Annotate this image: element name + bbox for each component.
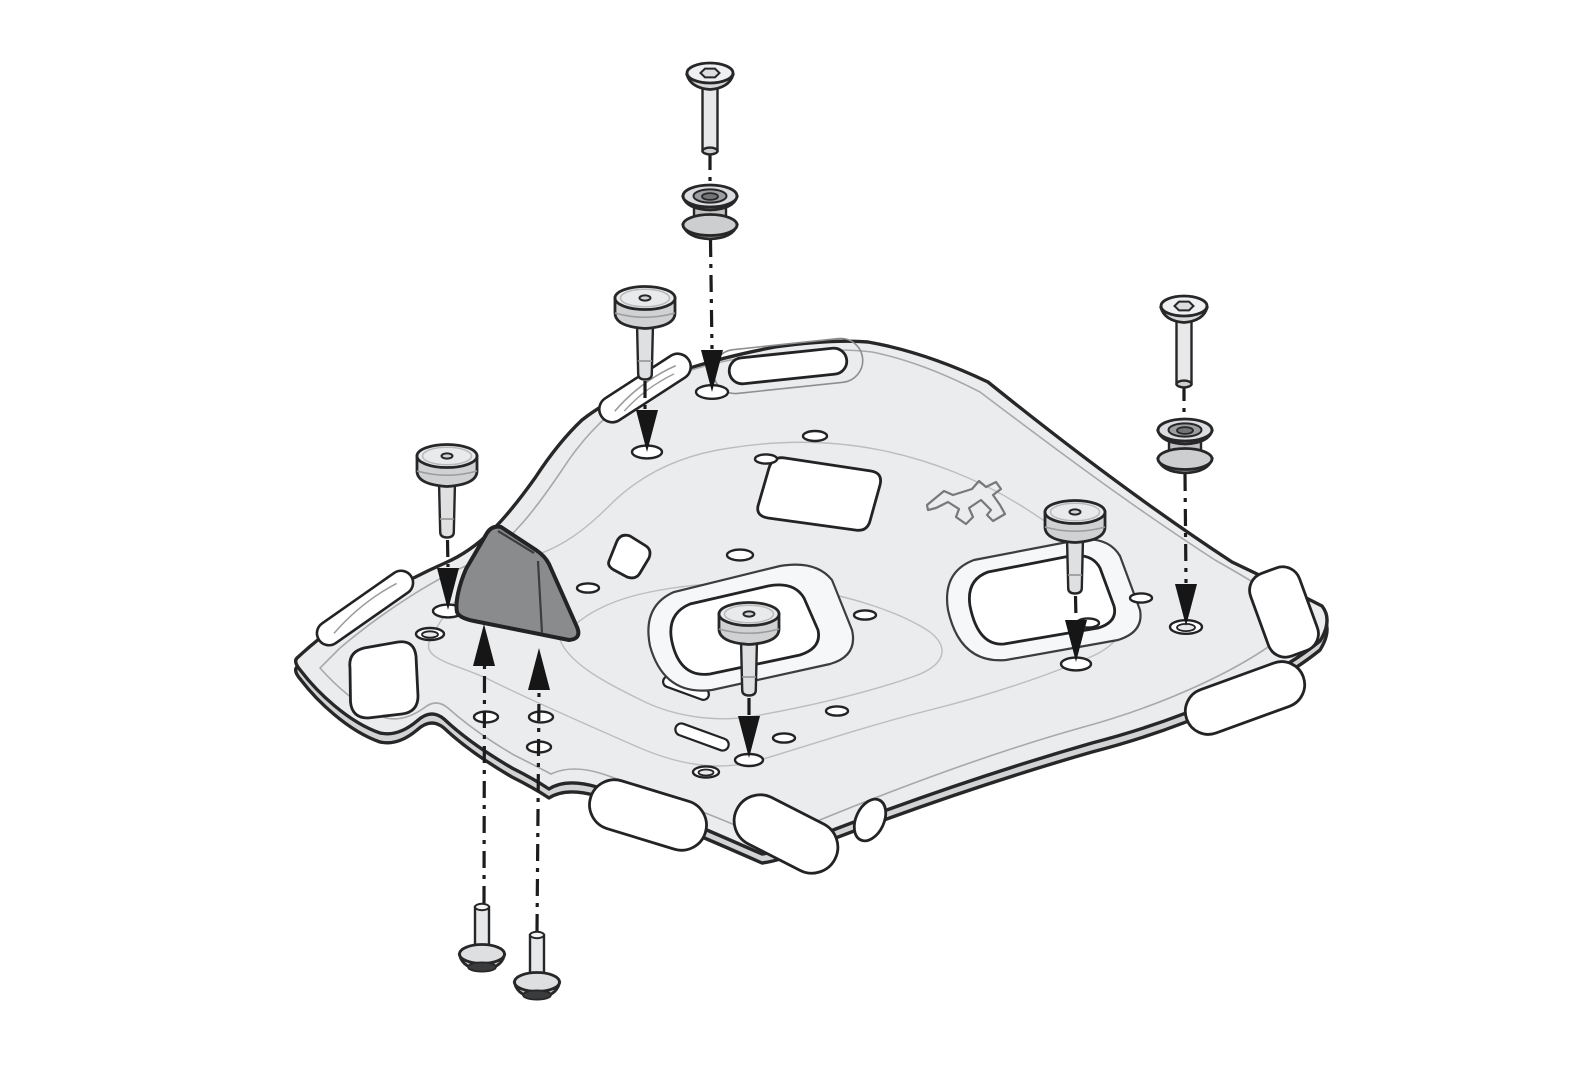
- rubber-wedge: [454, 524, 581, 642]
- assembly-arrows: [437, 350, 1197, 758]
- arrow-down-icon: [1175, 584, 1197, 626]
- cutout-bottom-mid-slot: [732, 793, 840, 875]
- cutout-right-handle: [1248, 565, 1320, 659]
- assembly-line: [445, 539, 450, 568]
- arrow-down-icon: [701, 350, 723, 392]
- rubber-wedge-crease: [497, 530, 535, 554]
- hole-countersink-ring: [697, 768, 715, 777]
- cutout-teardrop-slot: [852, 797, 888, 843]
- rubber-wedge-crease: [536, 560, 544, 634]
- brand-logo-icon: [925, 479, 1007, 526]
- assembly-lines: [445, 153, 1188, 932]
- hole-small: [771, 732, 797, 744]
- arrow-down-icon: [738, 716, 760, 758]
- assembly-line: [1073, 595, 1078, 621]
- arrow-down-icon: [636, 410, 658, 452]
- arrow-up-icon: [473, 624, 495, 666]
- hole-small: [575, 582, 601, 594]
- cutout-top-handle-slot: [727, 346, 849, 386]
- cutout-left-corner: [348, 640, 420, 720]
- rack-plate: [293, 337, 1329, 875]
- cutout-small-left: [607, 533, 652, 580]
- cutout-bottom-right-slot: [1183, 660, 1307, 736]
- cutout-gill-left-edge: [315, 569, 415, 647]
- hole-small: [1128, 592, 1154, 604]
- hole-small: [824, 705, 850, 717]
- assembly-line: [482, 665, 487, 904]
- cutout-upper-middle: [756, 456, 882, 532]
- arrow-up-icon: [528, 648, 550, 690]
- arrow-down-icon: [437, 568, 459, 610]
- assembly-line: [535, 691, 541, 932]
- arrow-down-icon: [1065, 620, 1087, 662]
- hole-small: [527, 710, 555, 724]
- cutout-sliver-1: [674, 722, 730, 752]
- hole-small: [725, 548, 755, 562]
- hole-small: [753, 453, 779, 465]
- hole-small: [801, 429, 829, 443]
- cutout-bottom-left-slot: [588, 778, 708, 852]
- hole-countersink-ring: [421, 630, 439, 639]
- hole-small: [852, 609, 878, 621]
- rubber-wedge-body: [454, 524, 581, 642]
